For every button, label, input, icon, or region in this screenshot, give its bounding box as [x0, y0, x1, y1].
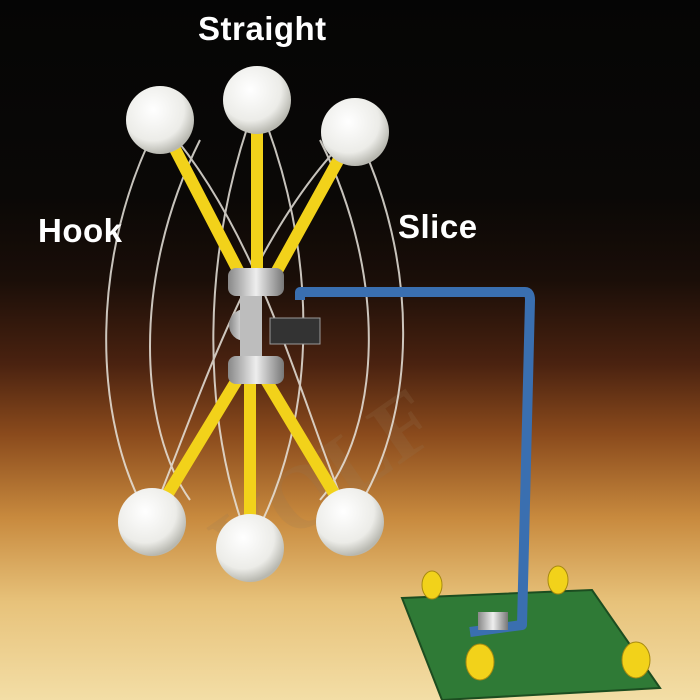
label-slice: Slice [398, 208, 478, 245]
ball-straight-bottom [216, 514, 284, 582]
ball-slice-bottom [316, 488, 384, 556]
stand [269, 287, 662, 700]
ball-hook-top [126, 86, 194, 154]
ball-slice-top [321, 98, 389, 166]
label-straight: Straight [198, 10, 327, 47]
pivot-hub [228, 268, 284, 384]
ball-straight-top [223, 66, 291, 134]
ball-hook-bottom [118, 488, 186, 556]
tee-pegs [421, 565, 651, 681]
label-hook: Hook [38, 212, 123, 249]
stand-arm [295, 287, 535, 637]
base-board [400, 588, 662, 700]
golf-balls [118, 66, 389, 582]
